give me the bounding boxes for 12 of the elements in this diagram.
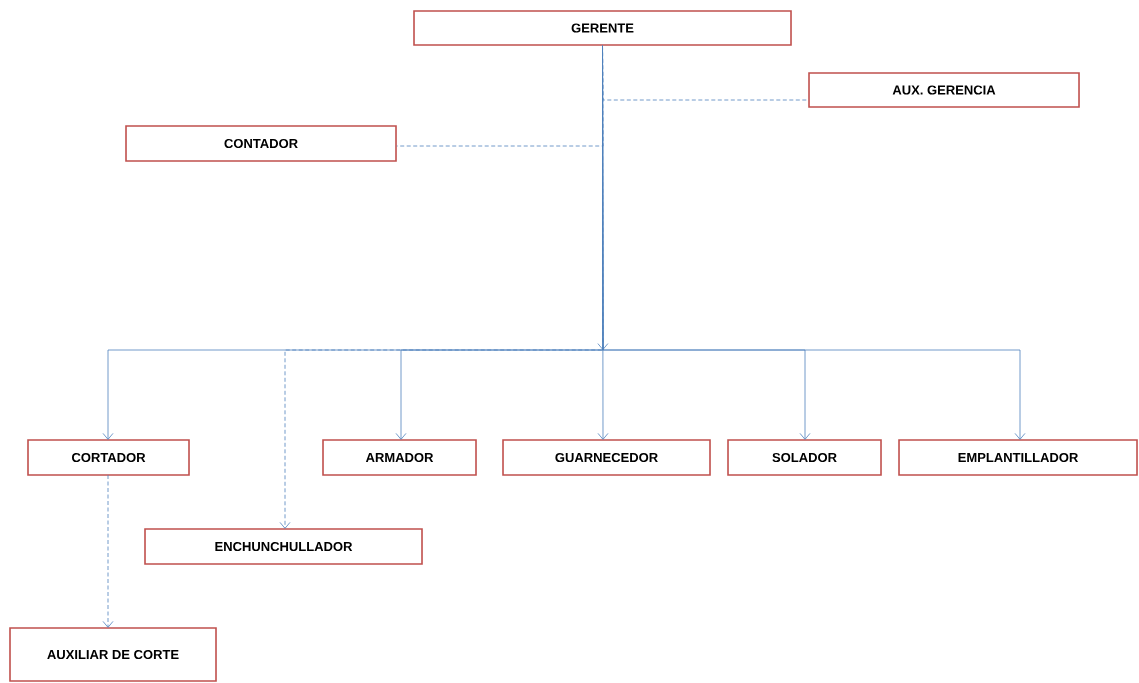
role-box: AUX. GERENCIA: [808, 72, 1080, 108]
role-box: SOLADOR: [727, 439, 882, 476]
role-box: EMPLANTILLADOR: [898, 439, 1138, 476]
role-box: AUXILIAR DE CORTE: [9, 627, 217, 682]
connector: [602, 45, 1026, 440]
role-box: CORTADOR: [27, 439, 190, 476]
role-box: ARMADOR: [322, 439, 477, 476]
role-box: GUARNECEDOR: [502, 439, 711, 476]
connector: [102, 474, 114, 628]
role-box: ENCHUNCHULLADOR: [144, 528, 423, 565]
role-box: GERENTE: [413, 10, 792, 46]
role-box: CONTADOR: [125, 125, 397, 162]
